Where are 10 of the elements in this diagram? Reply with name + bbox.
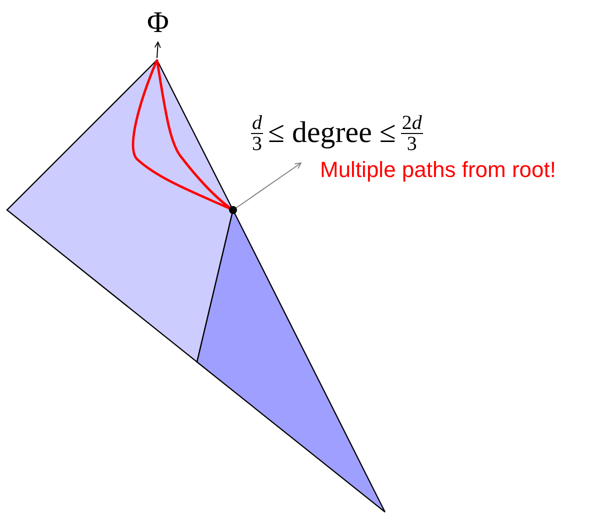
vertex-dot xyxy=(229,206,237,214)
annotation-text: Multiple paths from root! xyxy=(320,156,556,184)
fraction-denominator: 3 xyxy=(406,134,417,154)
fraction-numerator: d xyxy=(251,112,263,134)
label-text: Φ xyxy=(145,6,171,40)
arrow xyxy=(154,42,161,58)
inequality-text: ≤ degree ≤ xyxy=(268,115,396,151)
arrow xyxy=(236,162,302,208)
fraction-numerator: 2d xyxy=(400,112,423,134)
fraction-denominator: 3 xyxy=(252,134,262,154)
